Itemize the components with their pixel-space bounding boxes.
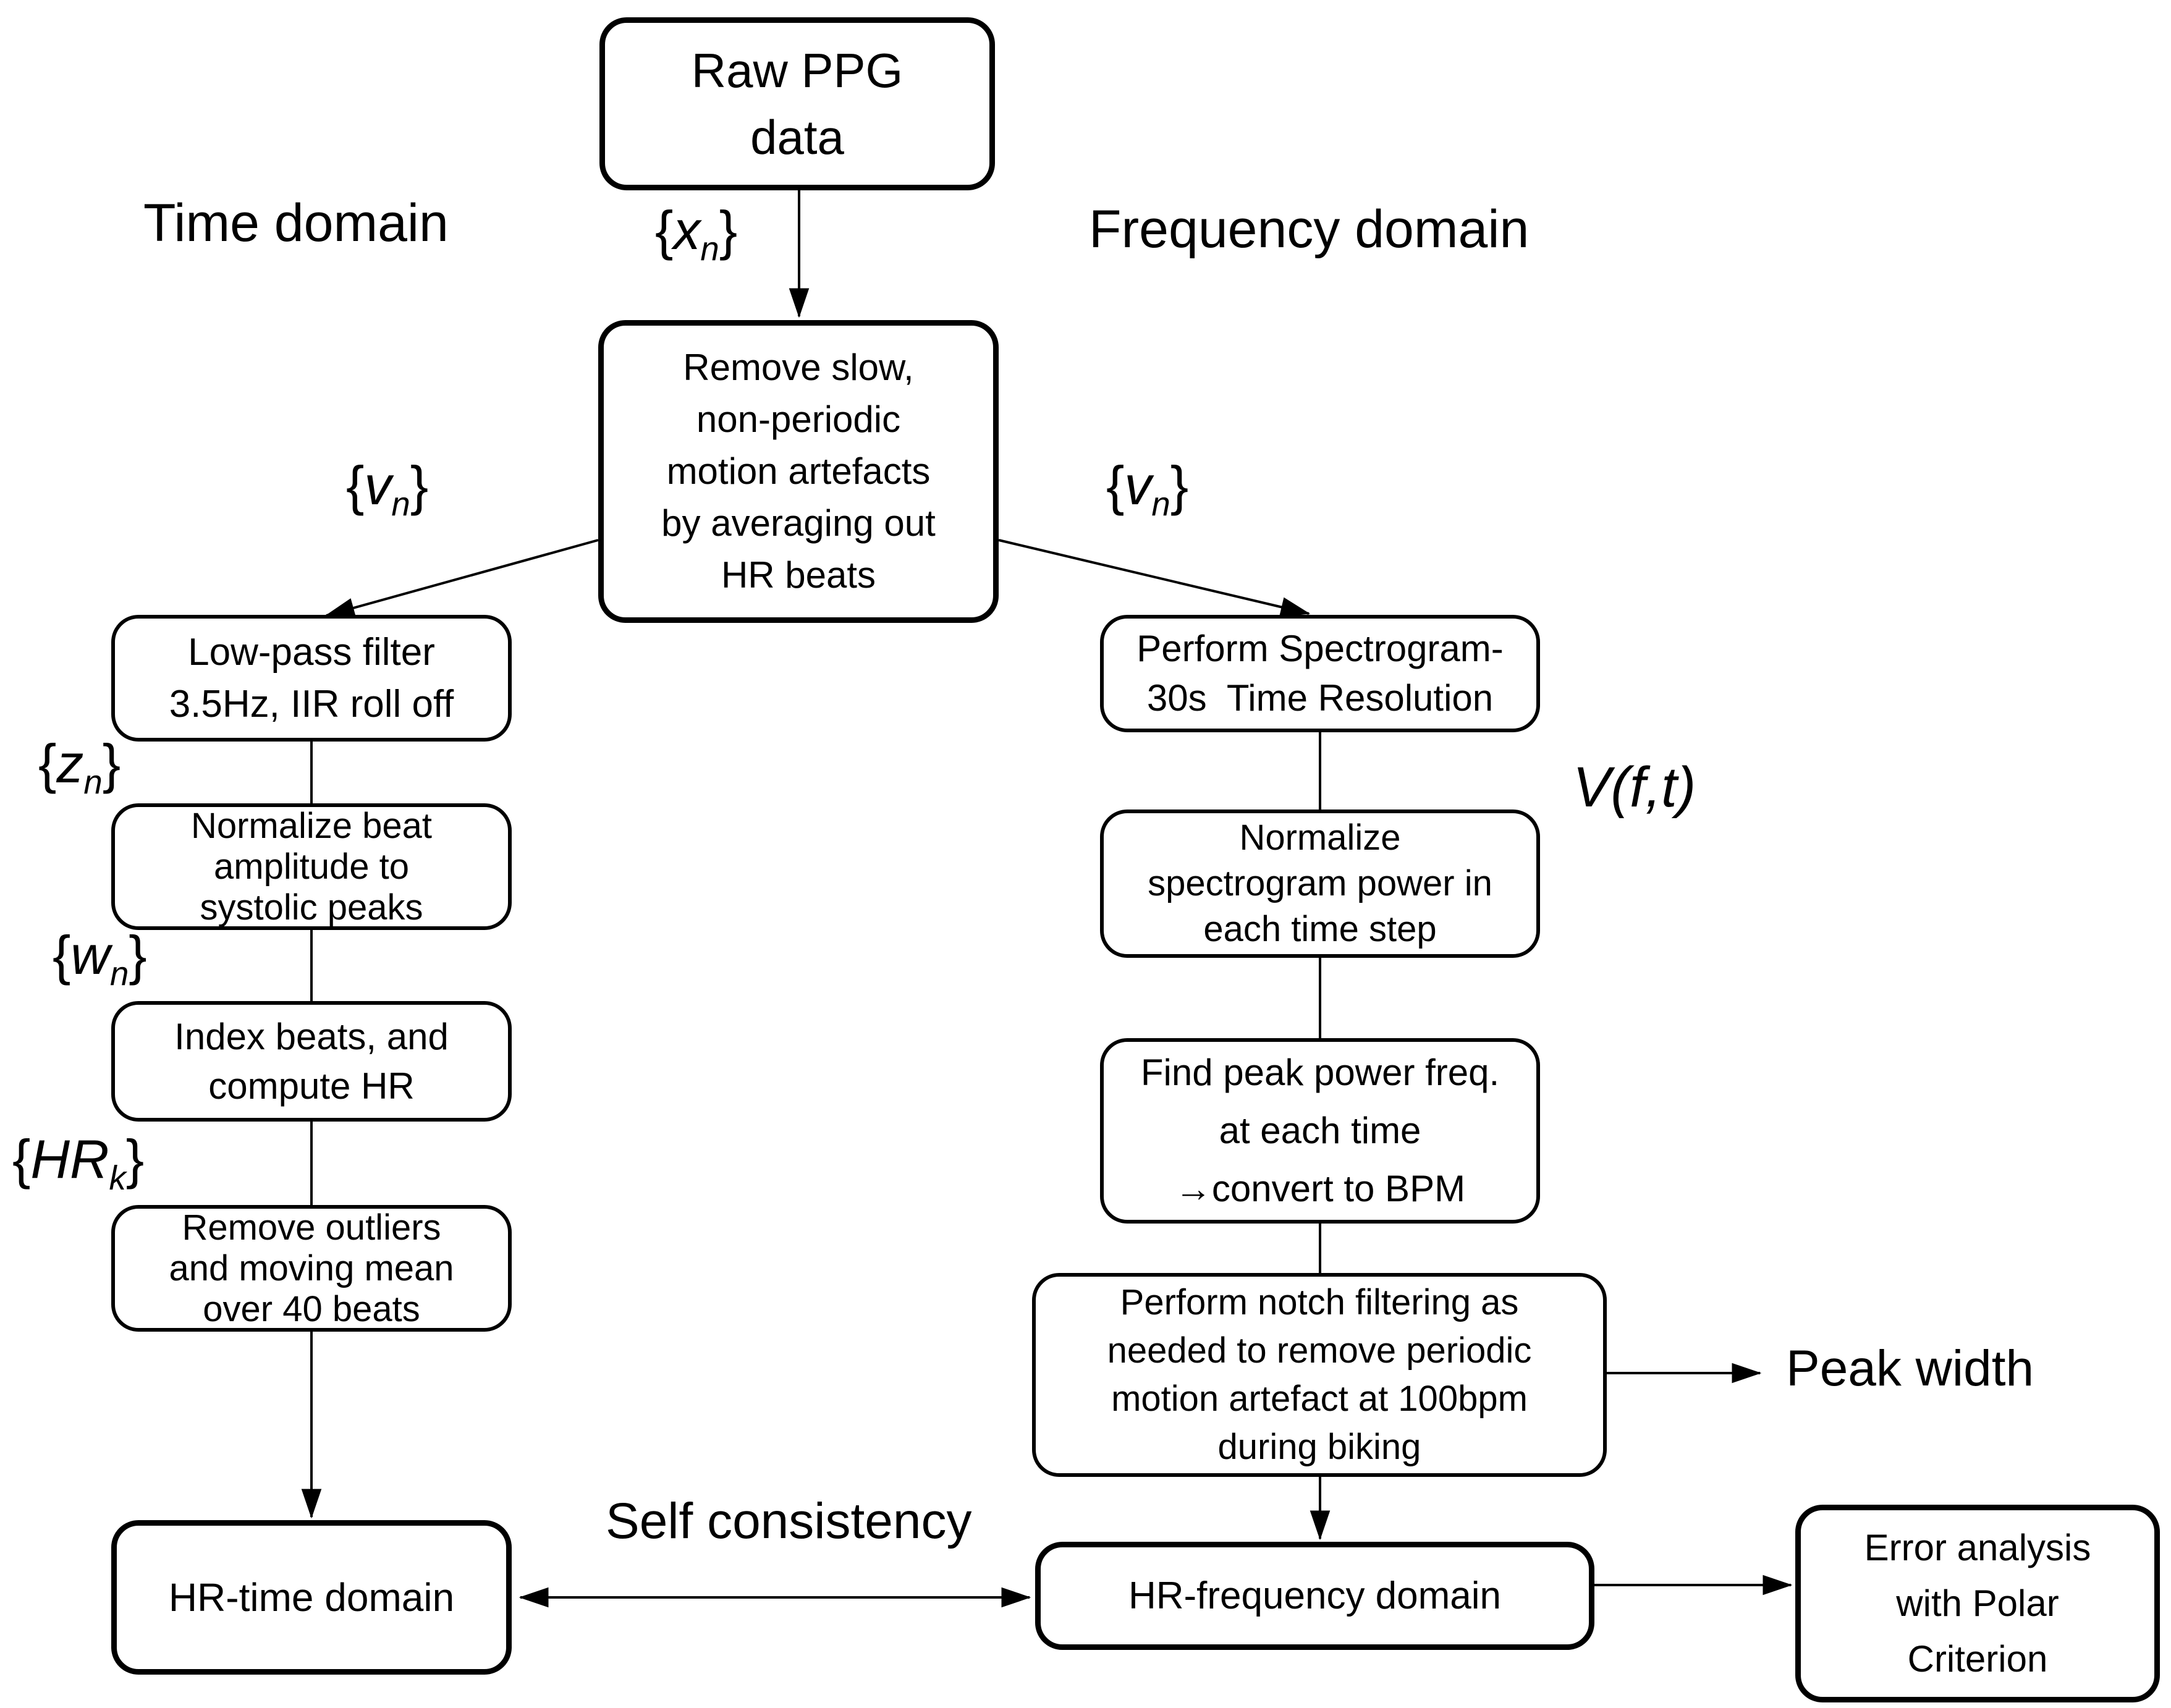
label-peak-width: Peak width xyxy=(1786,1340,2034,1397)
node-hr-time-domain: HR-time domain xyxy=(111,1520,512,1675)
node-find-peak-line: →convert to BPM xyxy=(1174,1168,1466,1209)
label-wn-var: w xyxy=(70,924,110,986)
node-spectrogram-line: 30s Time Resolution xyxy=(1146,677,1494,719)
node-hr-frequency-domain: HR-frequency domain xyxy=(1035,1542,1594,1650)
label-xn-signal: {xn} xyxy=(655,199,737,269)
node-raw-ppg-line: Raw PPG xyxy=(691,43,904,98)
node-find-peak-line: Find peak power freq. xyxy=(1140,1052,1500,1093)
node-normalize-spectrogram-line: Normalize xyxy=(1239,818,1401,858)
node-raw-ppg-line: data xyxy=(750,110,844,164)
node-remove-outliers-line: and moving mean xyxy=(169,1248,454,1288)
label-hrk-open-brace: { xyxy=(12,1128,31,1190)
label-vn-right-sub: n xyxy=(1151,485,1170,523)
label-xn-close-brace: } xyxy=(719,200,738,261)
label-vn-left-signal: {vn} xyxy=(346,454,428,524)
node-notch-filter-line: during biking xyxy=(1217,1427,1421,1467)
node-hr-frequency-domain-line: HR-frequency domain xyxy=(1128,1575,1502,1617)
node-normalize-spectrogram-line: each time step xyxy=(1203,909,1437,949)
label-vn-right-var: v xyxy=(1124,455,1152,516)
node-normalize-beat-line: systolic peaks xyxy=(200,887,423,928)
node-hr-time-domain-line: HR-time domain xyxy=(168,1575,455,1620)
node-lowpass-filter-line: 3.5Hz, IIR roll off xyxy=(169,682,454,725)
node-lowpass-filter-line: Low-pass filter xyxy=(188,630,435,674)
label-frequency-domain: Frequency domain xyxy=(1089,200,1530,259)
label-self-consistency: Self consistency xyxy=(606,1493,972,1549)
node-remove-slow-line: HR beats xyxy=(721,554,876,596)
label-vft-signal: V(f,t) xyxy=(1573,756,1696,819)
node-spectrogram-line: Perform Spectrogram- xyxy=(1136,628,1504,669)
node-index-beats: Index beats, and compute HR xyxy=(111,1001,512,1122)
node-normalize-spectrogram-line: spectrogram power in xyxy=(1148,863,1492,903)
label-vn-right-close-brace: } xyxy=(1170,455,1189,516)
label-zn-var: z xyxy=(56,733,84,794)
label-wn-open-brace: { xyxy=(53,924,71,986)
node-error-analysis-line: Error analysis xyxy=(1864,1527,2091,1568)
label-wn-signal: {wn} xyxy=(53,924,147,994)
arrow-remove-to-lowpass xyxy=(324,539,599,618)
label-vn-left-close-brace: } xyxy=(410,455,429,516)
label-hrk-signal: {HRk} xyxy=(12,1128,144,1198)
node-remove-slow-line: motion artefacts xyxy=(666,450,931,492)
label-xn-sub: n xyxy=(700,230,719,268)
node-raw-ppg: Raw PPG data xyxy=(599,17,995,190)
label-zn-sub: n xyxy=(83,763,103,801)
node-notch-filter: Perform notch filtering as needed to rem… xyxy=(1032,1273,1607,1477)
label-vn-right-signal: {vn} xyxy=(1106,454,1188,524)
node-remove-slow-line: Remove slow, xyxy=(683,347,914,388)
node-remove-slow: Remove slow, non-periodic motion artefac… xyxy=(598,320,999,623)
arrow-remove-to-spectrogram xyxy=(998,539,1311,617)
node-notch-filter-line: needed to remove periodic xyxy=(1107,1330,1532,1371)
label-zn-open-brace: { xyxy=(38,733,57,794)
label-vn-left-open-brace: { xyxy=(346,455,365,516)
node-lowpass-filter: Low-pass filter 3.5Hz, IIR roll off xyxy=(111,615,512,742)
node-notch-filter-line: motion artefact at 100bpm xyxy=(1111,1379,1528,1419)
node-normalize-beat: Normalize beat amplitude to systolic pea… xyxy=(111,803,512,930)
node-notch-filter-line: Perform notch filtering as xyxy=(1120,1282,1519,1322)
node-remove-slow-line: by averaging out xyxy=(661,502,936,544)
node-normalize-spectrogram: Normalize spectrogram power in each time… xyxy=(1100,810,1540,958)
node-index-beats-line: compute HR xyxy=(208,1065,415,1107)
label-wn-close-brace: } xyxy=(129,924,147,986)
label-xn-open-brace: { xyxy=(655,200,674,261)
label-vn-right-open-brace: { xyxy=(1106,455,1125,516)
node-normalize-beat-line: Normalize beat xyxy=(190,805,433,846)
node-index-beats-line: Index beats, and xyxy=(174,1015,449,1057)
label-hrk-close-brace: } xyxy=(125,1128,145,1190)
node-find-peak: Find peak power freq. at each time →conv… xyxy=(1100,1038,1540,1224)
node-remove-outliers-line: over 40 beats xyxy=(203,1288,420,1329)
label-hrk-var: HR xyxy=(30,1128,109,1190)
node-remove-outliers-line: Remove outliers xyxy=(182,1207,441,1248)
node-remove-outliers: Remove outliers and moving mean over 40 … xyxy=(111,1205,512,1332)
node-error-analysis-line: with Polar xyxy=(1896,1583,2059,1624)
node-find-peak-line: at each time xyxy=(1219,1110,1421,1151)
label-xn-var: x xyxy=(673,200,701,261)
label-zn-close-brace: } xyxy=(102,733,121,794)
label-vn-left-sub: n xyxy=(391,485,410,523)
node-spectrogram: Perform Spectrogram- 30s Time Resolution xyxy=(1100,615,1540,732)
label-wn-sub: n xyxy=(109,955,129,993)
label-zn-signal: {zn} xyxy=(38,732,121,802)
node-remove-slow-line: non-periodic xyxy=(696,399,901,440)
node-error-analysis: Error analysis with Polar Criterion xyxy=(1795,1505,2160,1702)
label-time-domain: Time domain xyxy=(143,193,449,253)
label-hrk-sub: k xyxy=(109,1159,126,1197)
label-vn-left-var: v xyxy=(364,455,392,516)
node-normalize-beat-line: amplitude to xyxy=(214,846,409,887)
node-error-analysis-line: Criterion xyxy=(1907,1638,2048,1680)
